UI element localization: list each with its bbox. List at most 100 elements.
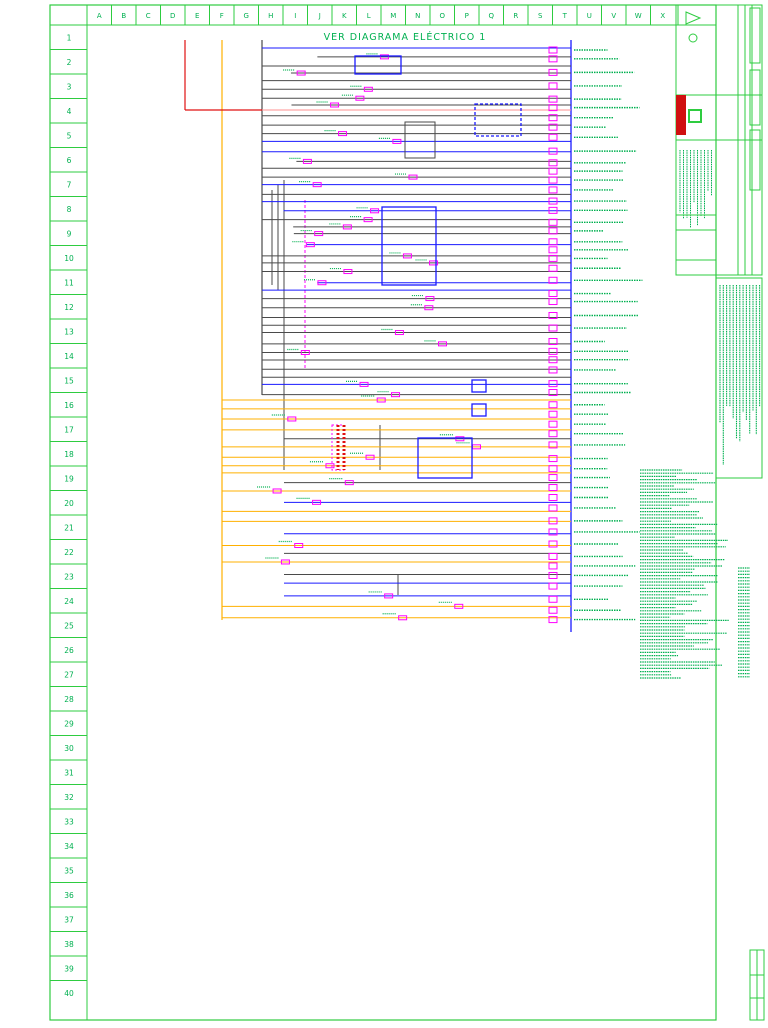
connector-bundle	[257, 53, 481, 621]
row-label: 6	[67, 156, 72, 165]
drawing-frame	[49, 4, 717, 1021]
terminal-marker	[548, 441, 558, 449]
connector-pin	[365, 454, 375, 460]
connector-pin	[280, 559, 290, 565]
row-label: 40	[64, 989, 74, 998]
terminal-marker	[548, 55, 558, 63]
connector-pin	[302, 158, 312, 164]
terminal-marker	[548, 238, 558, 246]
column-label: E	[195, 12, 199, 20]
terminal-marker	[548, 420, 558, 428]
row-label: 34	[64, 842, 74, 851]
terminal-label-column	[548, 46, 643, 624]
terminal-marker	[548, 430, 558, 438]
row-label: 15	[64, 376, 74, 385]
terminal-marker	[548, 455, 558, 463]
module-box	[417, 437, 473, 479]
row-label: 10	[64, 254, 74, 263]
diagram-title: VER DIAGRAMA ELÉCTRICO 1	[324, 31, 487, 43]
terminal-marker	[548, 493, 558, 501]
column-label: J	[318, 12, 321, 20]
row-label: 26	[64, 646, 74, 655]
connector-pin	[305, 242, 315, 248]
connector-pin	[454, 603, 464, 609]
column-label: U	[587, 12, 592, 20]
connector-pin	[338, 131, 348, 137]
terminal-marker	[548, 197, 558, 205]
terminal-marker	[548, 401, 558, 409]
row-label: 17	[64, 425, 74, 434]
row-label: 4	[67, 107, 72, 116]
connector-pin	[342, 224, 352, 230]
row-label: 27	[64, 670, 74, 679]
column-label: I	[294, 12, 296, 20]
row-label: 25	[64, 621, 74, 630]
column-label: A	[97, 12, 102, 20]
row-label: 7	[67, 180, 72, 189]
terminal-marker	[548, 133, 558, 141]
notes-frame	[715, 277, 763, 479]
row-label: 1	[67, 33, 72, 42]
row-label: 21	[64, 523, 74, 532]
column-label: P	[465, 12, 469, 20]
row-label: 23	[64, 572, 74, 581]
switch-box	[471, 403, 487, 417]
terminal-marker	[548, 68, 558, 76]
row-header-strip: 1234567891011121314151617181920212223242…	[50, 24, 87, 998]
terminal-marker	[548, 389, 558, 397]
row-label: 14	[64, 352, 74, 361]
terminal-marker	[548, 206, 558, 214]
row-label: 19	[64, 474, 74, 483]
terminal-marker	[548, 571, 558, 579]
row-label: 38	[64, 940, 74, 949]
logo-icon	[688, 109, 702, 123]
terminal-marker	[548, 380, 558, 388]
terminal-marker	[548, 562, 558, 570]
terminal-marker	[548, 312, 558, 320]
connector-pin	[429, 260, 439, 266]
column-label: R	[513, 12, 518, 20]
connector-pin	[437, 341, 447, 347]
connector-pin	[455, 436, 465, 442]
terminal-marker	[548, 582, 558, 590]
terminal-marker	[548, 46, 558, 54]
row-label: 24	[64, 597, 74, 606]
column-label: L	[367, 12, 371, 20]
connector-pin	[344, 480, 354, 486]
connector-pin	[402, 253, 412, 259]
row-label: 20	[64, 499, 74, 508]
column-label: M	[390, 12, 396, 20]
column-label: C	[146, 12, 151, 20]
title-block	[675, 4, 763, 276]
column-label: N	[415, 12, 420, 20]
column-label: Q	[488, 12, 494, 20]
connector-pin	[425, 296, 435, 302]
terminal-marker	[548, 159, 558, 167]
terminal-marker	[548, 276, 558, 284]
row-label: 13	[64, 327, 74, 336]
row-label: 31	[64, 768, 74, 777]
terminal-marker	[548, 552, 558, 560]
row-label: 29	[64, 719, 74, 728]
column-label: S	[538, 12, 543, 20]
connector-pin	[394, 330, 404, 336]
terminal-marker	[548, 264, 558, 272]
terminal-marker	[548, 95, 558, 103]
row-label: 32	[64, 793, 74, 802]
terminal-marker	[548, 176, 558, 184]
connector-pin	[384, 593, 394, 599]
row-label: 22	[64, 548, 74, 557]
notes-block	[640, 150, 761, 679]
sheet-number-block	[749, 949, 765, 1021]
brand-red-mark	[676, 95, 686, 135]
connector-pin	[359, 381, 369, 387]
column-label: O	[439, 12, 445, 20]
connector-pin	[314, 231, 324, 237]
terminal-marker	[548, 606, 558, 614]
connector-pin	[300, 349, 310, 355]
column-label: B	[121, 12, 126, 20]
connector-pin	[392, 138, 402, 144]
circle-icon	[688, 33, 698, 43]
terminal-marker	[548, 528, 558, 536]
